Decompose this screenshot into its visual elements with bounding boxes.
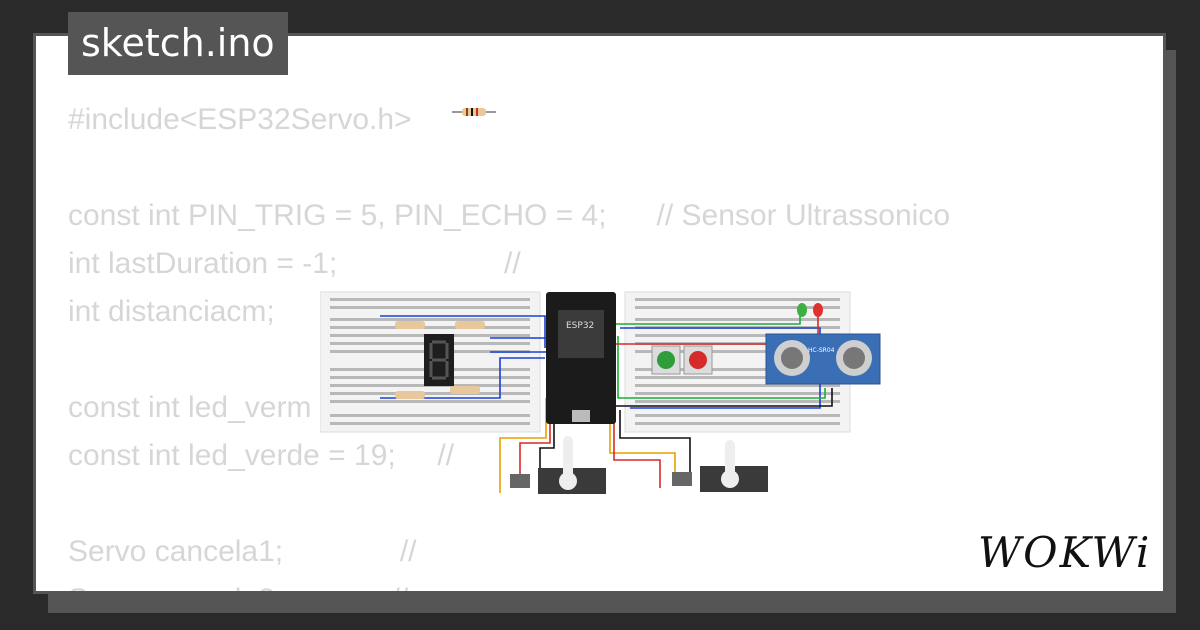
led-red <box>813 303 823 317</box>
code-line: const int led_verm <box>68 391 312 424</box>
code-line: Servo cancela1; // <box>68 535 417 568</box>
code-line: int lastDuration = -1; // <box>68 247 521 280</box>
esp32-label: ESP32 <box>566 321 594 331</box>
button-red-cap <box>689 351 707 369</box>
file-tab[interactable]: sketch.ino <box>68 12 288 75</box>
sensor-label: HC-SR04 <box>808 347 835 354</box>
resistor-group <box>395 321 485 399</box>
code-line: const int led_verde = 19; // <box>68 439 455 472</box>
code-line: int distanciacm; <box>68 295 275 328</box>
resistor-icon <box>452 108 496 116</box>
servo-right <box>672 440 768 492</box>
circuit-diagram: ESP32 HC-SR04 <box>320 291 881 494</box>
wokwi-logo: WOKWi <box>978 528 1152 577</box>
code-line-partial: Servo cancela2; // <box>68 580 408 591</box>
code-line: const int PIN_TRIG = 5, PIN_ECHO = 4; //… <box>68 199 950 232</box>
led-green <box>797 303 807 317</box>
button-green-cap <box>657 351 675 369</box>
code-line: #include<ESP32Servo.h> <box>68 103 412 136</box>
servo-left <box>510 436 606 494</box>
